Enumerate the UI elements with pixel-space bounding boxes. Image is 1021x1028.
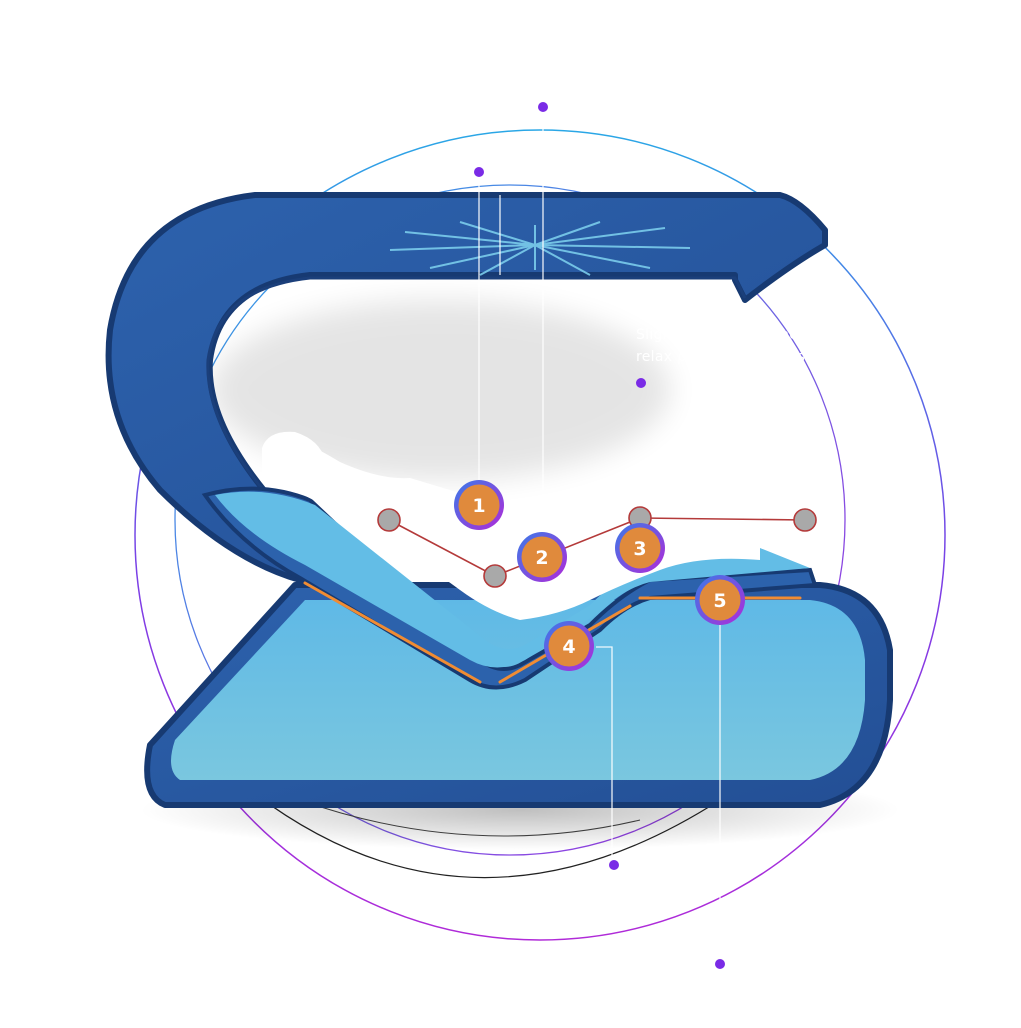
- joint-line: [388, 517, 806, 577]
- badge-4-label: 4: [562, 636, 575, 658]
- dot-top: [538, 102, 548, 112]
- dot-seat-note: [609, 860, 619, 870]
- inner-ring: [174, 184, 846, 856]
- marker-dots: [474, 102, 725, 969]
- badge-2-label: 2: [535, 547, 548, 569]
- outer-ring: [134, 129, 946, 941]
- leader-lines: [478, 107, 721, 910]
- body-head: [262, 431, 325, 492]
- light-burst-icon: [389, 221, 691, 276]
- badge-3[interactable]: 3: [615, 523, 665, 573]
- badge-5-label: 5: [713, 590, 726, 612]
- badge-2[interactable]: 2: [517, 532, 567, 582]
- badge-4[interactable]: 4: [544, 621, 594, 671]
- badge-1-label: 1: [472, 495, 485, 517]
- knee-caption: Slight bend at the knee to relax posteri…: [636, 324, 834, 368]
- badge-3-label: 3: [633, 538, 646, 560]
- dot-upper: [474, 167, 484, 177]
- dot-knee-note: [636, 378, 646, 388]
- dot-bottom: [715, 959, 725, 969]
- body-silhouette: [262, 436, 760, 620]
- hood-inner-edge: [206, 276, 747, 524]
- cavity-shadow: [210, 300, 670, 480]
- joint-points: [377, 506, 817, 588]
- seat-top-surface: [215, 491, 810, 668]
- badge-1[interactable]: 1: [454, 480, 504, 530]
- base-cushion: [171, 600, 865, 780]
- joint-hip: [483, 564, 507, 588]
- joint-head: [377, 508, 401, 532]
- knee-caption-line-2: relax posterior leg muscles: [636, 349, 834, 365]
- badge-5[interactable]: 5: [695, 575, 745, 625]
- knee-caption-line-1: Slight bend at the knee to: [636, 327, 827, 343]
- seat-caption: Seat depth for good: [449, 883, 595, 899]
- joint-foot: [793, 508, 817, 532]
